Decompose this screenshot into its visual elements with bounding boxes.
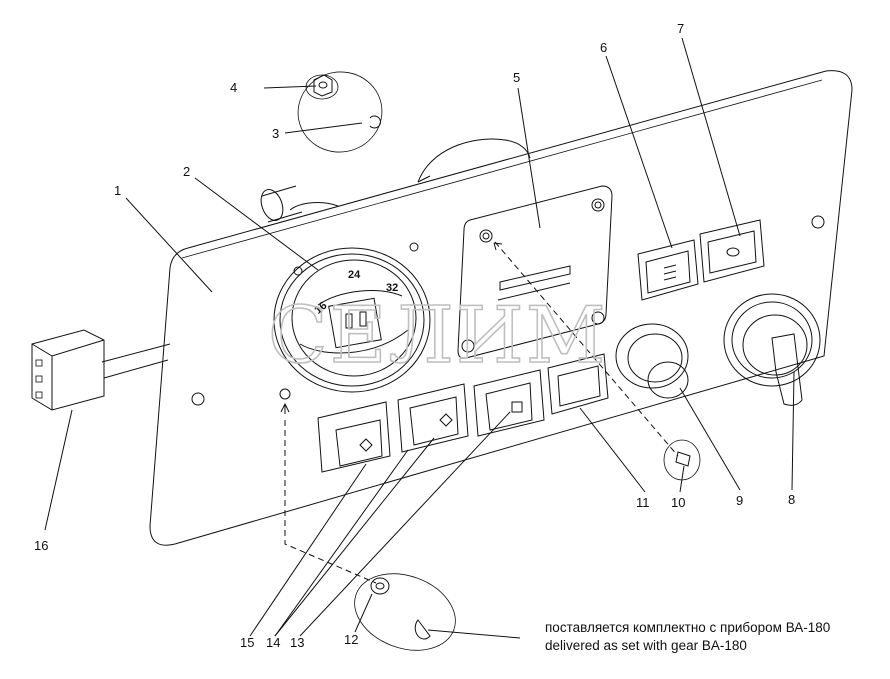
washer-3 bbox=[369, 115, 381, 129]
callout-6: 6 bbox=[600, 40, 607, 55]
note-english: delivered as set with gear BA-180 bbox=[545, 638, 747, 653]
assembly-line-left bbox=[284, 420, 377, 584]
callout-3: 3 bbox=[272, 126, 279, 141]
mount-hole-left bbox=[191, 392, 205, 406]
mount-hole-right bbox=[811, 215, 825, 229]
switch-11 bbox=[547, 353, 609, 415]
callout-11: 11 bbox=[636, 495, 650, 510]
mount-hole-small bbox=[279, 388, 291, 400]
rear-shaft bbox=[260, 185, 339, 223]
callout-2: 2 bbox=[183, 164, 190, 179]
callout-5: 5 bbox=[513, 70, 520, 85]
callout-15: 15 bbox=[240, 635, 254, 650]
gauge-rear-housing bbox=[417, 138, 531, 183]
callout-10: 10 bbox=[671, 495, 685, 510]
callout-1: 1 bbox=[114, 183, 121, 198]
ignition-switch bbox=[723, 293, 821, 406]
gauge-tick-32: 32 bbox=[386, 282, 398, 294]
voltmeter-gauge: 24 32 16 bbox=[273, 242, 431, 393]
switch-14 bbox=[397, 383, 469, 453]
callout-13: 13 bbox=[290, 635, 304, 650]
watermark: СЕЛИМ bbox=[268, 291, 608, 381]
screw-10 bbox=[663, 439, 701, 481]
callout-9: 9 bbox=[736, 493, 743, 508]
callout-7: 7 bbox=[677, 21, 684, 36]
connector-16 bbox=[31, 329, 171, 411]
switch-7 bbox=[699, 219, 765, 283]
leader-lines bbox=[44, 37, 795, 639]
mounting-plate bbox=[457, 185, 613, 359]
callout-14: 14 bbox=[266, 635, 280, 650]
callout-12: 12 bbox=[344, 632, 358, 647]
switch-13 bbox=[473, 369, 545, 437]
callout-8: 8 bbox=[788, 492, 795, 507]
washer-12 bbox=[354, 573, 456, 651]
panel-plate bbox=[149, 70, 853, 546]
switch-15 bbox=[317, 401, 391, 473]
nut-4 bbox=[305, 74, 339, 100]
note-russian: поставляется комплектно с прибором ВА-18… bbox=[545, 620, 830, 635]
callout-4: 4 bbox=[230, 80, 237, 95]
push-button-9 bbox=[615, 323, 689, 399]
callout-16: 16 bbox=[34, 538, 48, 553]
switch-6 bbox=[637, 239, 699, 301]
assembly-line-right bbox=[494, 241, 679, 457]
gauge-tick-24: 24 bbox=[348, 269, 361, 281]
fastener-group-ellipse bbox=[297, 71, 383, 153]
